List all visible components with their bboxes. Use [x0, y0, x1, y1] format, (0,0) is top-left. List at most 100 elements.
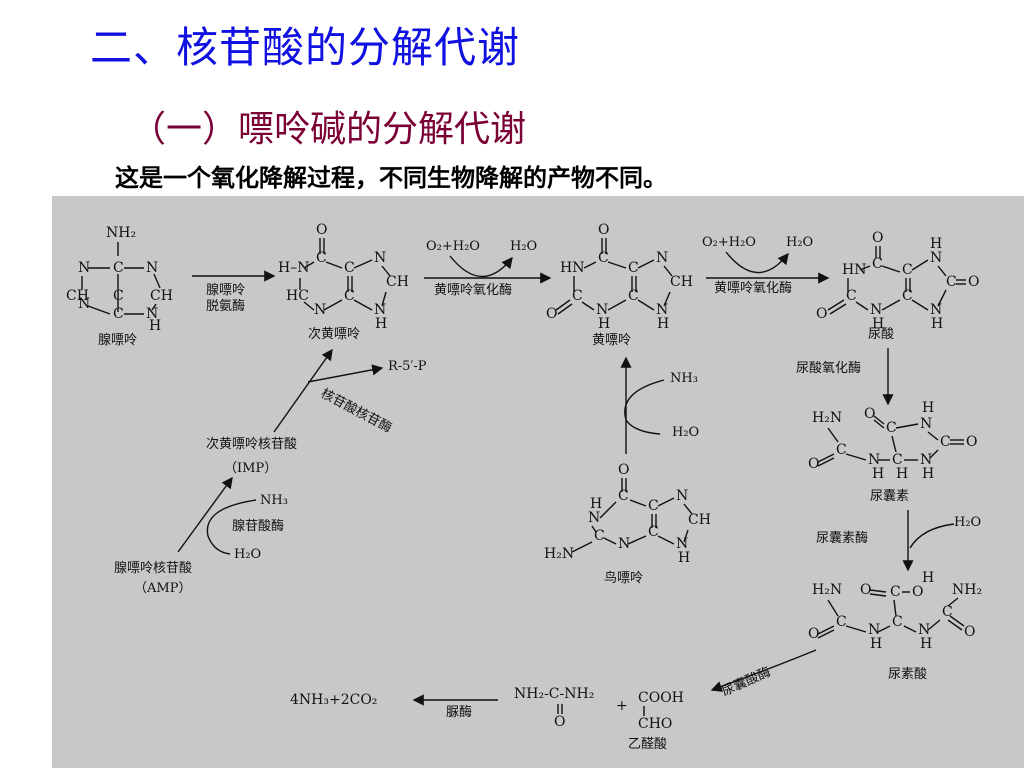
svg-text:NH₂: NH₂	[952, 582, 982, 598]
svg-text:HC: HC	[286, 288, 309, 304]
svg-text:O: O	[964, 624, 975, 640]
svg-text:N: N	[314, 302, 326, 318]
svg-text:CH: CH	[670, 274, 693, 290]
svg-text:C: C	[836, 614, 847, 630]
allantoinase-label: 尿囊素酶	[816, 530, 868, 546]
svg-text:C: C	[886, 420, 897, 436]
svg-text:H: H	[872, 466, 884, 482]
svg-text:C: C	[890, 584, 901, 600]
svg-text:N: N	[868, 452, 880, 468]
svg-text:N: N	[656, 250, 668, 266]
svg-text:H–N: H–N	[278, 260, 309, 276]
svg-text:O: O	[966, 434, 977, 450]
nh3-guanine-product: NH₃	[670, 371, 698, 386]
svg-text:O: O	[554, 714, 565, 730]
hypoxanthine-structure: O H–N C C N CH HC C N N H	[278, 222, 409, 332]
o2-h2o-reagent-2: O₂+H₂O	[702, 235, 756, 250]
svg-text:C: C	[628, 288, 639, 304]
final-products: 4NH₃+2CO₂	[290, 692, 377, 708]
amp-abbr: （AMP）	[134, 581, 191, 596]
amp-deaminase-label: 腺苷酸酶	[232, 518, 284, 534]
h2o-guanine-reagent: H₂O	[672, 425, 699, 440]
amp-name: 腺嘌呤核苷酸	[114, 560, 192, 576]
cho-group: CHO	[638, 716, 672, 732]
page-title: 二、核苷酸的分解代谢	[90, 23, 521, 72]
svg-text:H₂N: H₂N	[812, 582, 842, 598]
allantoicase-label: 尿囊酸酶	[719, 664, 773, 700]
xanthine-oxidase-label-1: 黄嘌呤氧化酶	[434, 282, 512, 298]
subtitle-text: 这是一个氧化降解过程，不同生物降解的产物不同。	[115, 163, 667, 192]
section-title: （一）嘌呤碱的分解代谢	[130, 109, 527, 150]
svg-text:N: N	[78, 260, 90, 276]
guanine-label: 鸟嘌呤	[604, 570, 643, 586]
svg-text:N: N	[868, 622, 880, 638]
svg-text:O: O	[912, 584, 923, 600]
guanine-structure: O H N C C N CH C C N N H H₂N	[544, 462, 711, 566]
cooh-group: COOH	[638, 690, 684, 706]
glyoxylic-acid-label: 乙醛酸	[628, 736, 667, 752]
svg-text:C: C	[902, 288, 913, 304]
svg-text:N: N	[588, 510, 600, 526]
svg-text:H₂N: H₂N	[812, 410, 842, 426]
allantoic-acid-label: 尿素酸	[888, 667, 927, 682]
svg-text:N: N	[920, 416, 932, 432]
urea-formula: NH₂-C-NH₂	[514, 686, 594, 702]
svg-text:N: N	[930, 250, 942, 266]
svg-text:O: O	[618, 462, 629, 478]
svg-text:C: C	[594, 528, 605, 544]
urate-oxidase-label: 尿酸氧化酶	[796, 360, 861, 376]
svg-text:N: N	[918, 622, 930, 638]
r5p-product: R-5′-P	[388, 359, 427, 374]
svg-text:O: O	[860, 582, 871, 598]
svg-text:C: C	[648, 498, 659, 514]
adenine-label: 腺嘌呤	[98, 332, 137, 348]
o2-h2o-reagent-1: O₂+H₂O	[426, 239, 480, 254]
svg-text:C: C	[940, 434, 951, 450]
plus-sign: +	[616, 698, 628, 714]
svg-text:C: C	[598, 250, 609, 266]
xanthine-structure: O HN C C N CH C C N N H H O	[546, 222, 693, 332]
svg-text:N: N	[78, 296, 90, 312]
svg-text:N: N	[146, 306, 158, 322]
xanthine-label: 黄嘌呤	[592, 332, 631, 348]
svg-text:N: N	[676, 488, 688, 504]
svg-text:N: N	[870, 302, 882, 318]
svg-text:N: N	[930, 302, 942, 318]
svg-text:H: H	[870, 636, 882, 652]
urease-label: 脲酶	[446, 704, 472, 720]
svg-text:H: H	[598, 316, 610, 332]
svg-text:O: O	[808, 456, 819, 472]
svg-text:H: H	[149, 318, 161, 334]
svg-text:O: O	[872, 230, 883, 246]
svg-text:H: H	[896, 466, 908, 482]
svg-text:C: C	[628, 260, 639, 276]
svg-text:H: H	[922, 400, 934, 416]
h2o-product-2: H₂O	[786, 235, 813, 250]
svg-text:H₂N: H₂N	[544, 546, 574, 562]
svg-text:N: N	[374, 302, 386, 318]
svg-text:C: C	[344, 260, 355, 276]
svg-text:H: H	[920, 636, 932, 652]
svg-text:C: C	[344, 288, 355, 304]
svg-text:H: H	[872, 316, 884, 332]
allantoic-acid-structure: H₂N O C O H NH₂ C N C N C O H H O	[808, 570, 982, 652]
svg-text:N: N	[920, 452, 932, 468]
svg-text:C: C	[113, 260, 124, 276]
svg-text:HN: HN	[560, 260, 584, 276]
purine-degradation-diagram: NH₂ N C N CH C CH N C N H 腺嘌呤 腺嘌呤 脱氨酶 O …	[52, 196, 1024, 768]
svg-text:N: N	[374, 250, 386, 266]
svg-text:N: N	[596, 302, 608, 318]
uric-acid-label: 尿酸	[868, 327, 894, 342]
svg-text:CH: CH	[150, 288, 173, 304]
svg-text:C: C	[113, 306, 124, 322]
nh3-amp-product: NH₃	[260, 493, 288, 508]
svg-text:C: C	[836, 442, 847, 458]
imp-abbr: （IMP）	[224, 461, 277, 476]
svg-text:C: C	[872, 256, 883, 272]
svg-text:O: O	[968, 274, 979, 290]
svg-text:C: C	[572, 288, 583, 304]
svg-text:HN: HN	[842, 262, 866, 278]
svg-text:O: O	[546, 306, 557, 322]
svg-text:C: C	[902, 262, 913, 278]
svg-text:NH₂: NH₂	[106, 225, 136, 241]
